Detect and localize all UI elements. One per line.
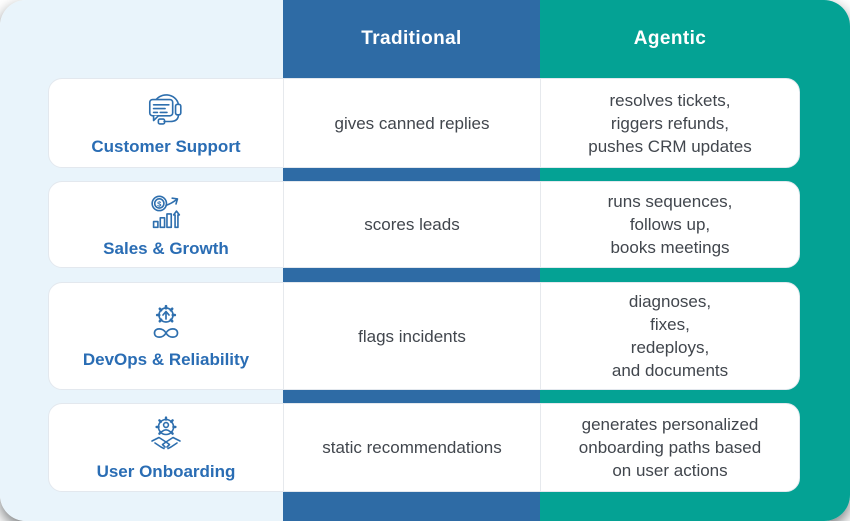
category-label: User Onboarding [96,461,236,481]
customer-support-headset-chat-icon [143,89,189,133]
user-onboarding-gear-handshake-icon [142,414,190,458]
column-header-agentic: Agentic [633,28,707,49]
sales-growth-coin-chart-icon: $ [143,191,189,235]
column-header-traditional: Traditional [361,28,462,49]
category-cell: Customer Support [49,79,283,167]
traditional-text: gives canned replies [334,113,490,133]
traditional-text: scores leads [364,215,460,234]
table-row-customer-support: Customer Support gives canned replies re… [48,78,800,168]
agentic-text: resolves tickets, riggers refunds, pushe… [588,90,752,156]
category-label: Customer Support [91,137,241,156]
traditional-cell: scores leads [283,182,540,267]
traditional-text: flags incidents [358,326,466,346]
traditional-text: static recommendations [322,438,502,457]
table-header: Traditional Agentic [0,0,850,78]
agentic-cell: diagnoses, fixes, redeploys, and documen… [540,283,799,389]
devops-gear-infinity-icon [142,302,190,346]
category-cell: User Onboarding [49,404,283,491]
traditional-cell: static recommendations [283,404,540,491]
traditional-cell: flags incidents [283,283,540,389]
svg-text:$: $ [157,199,162,208]
agentic-text: diagnoses, fixes, redeploys, and documen… [611,292,729,380]
table-row-sales-growth: $ Sales & Growth scores leads [48,181,800,268]
agentic-text: runs sequences, follows up, books meetin… [607,192,733,257]
category-label: DevOps & Reliability [82,350,250,369]
table-row-user-onboarding: User Onboarding static recommendations g… [48,403,800,492]
category-label: Sales & Growth [103,238,229,258]
category-cell: $ Sales & Growth [49,182,283,267]
agentic-cell: resolves tickets, riggers refunds, pushe… [540,79,799,167]
table-row-devops-reliability: DevOps & Reliability flags incidents dia… [48,282,800,390]
traditional-cell: gives canned replies [283,79,540,167]
agentic-cell: runs sequences, follows up, books meetin… [540,182,799,267]
agentic-text: generates personalized onboarding paths … [578,415,762,480]
agentic-cell: generates personalized onboarding paths … [540,404,799,491]
category-cell: DevOps & Reliability [49,283,283,389]
